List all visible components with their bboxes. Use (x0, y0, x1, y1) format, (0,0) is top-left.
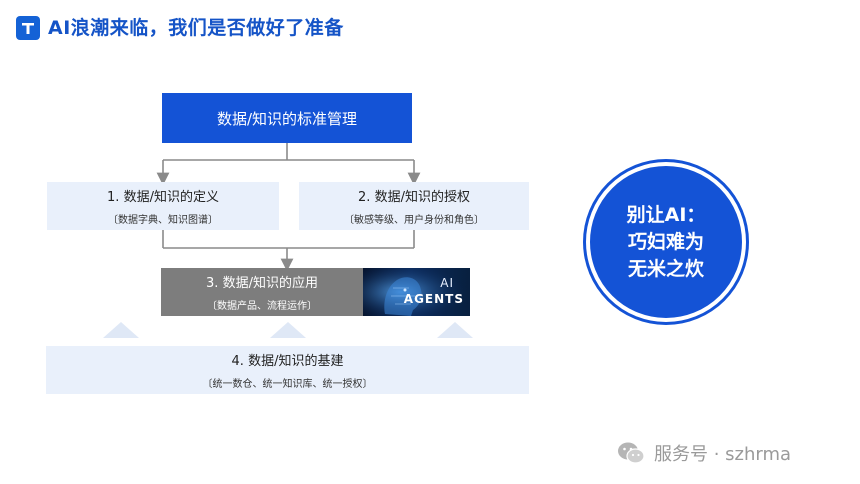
ai-label: AI (440, 276, 454, 290)
up-arrow-right (437, 322, 473, 338)
ai-head-illustration (363, 268, 470, 316)
callout-line-2: 巧妇难为 (627, 230, 704, 253)
ai-agents-image: AI AGENTS (363, 268, 470, 316)
page-title: AI浪潮来临，我们是否做好了准备 (48, 17, 344, 39)
agents-label: AGENTS (403, 292, 464, 306)
watermark: 服务号 · szhrma (616, 440, 791, 466)
brand-logo-icon (16, 16, 40, 40)
application-title: 3. 数据/知识的应用 (206, 276, 318, 291)
authorization-title: 2. 数据/知识的授权 (358, 190, 470, 205)
definition-title: 1. 数据/知识的定义 (107, 190, 219, 205)
wechat-icon (618, 442, 645, 464)
callout-line-3: 无米之炊 (627, 257, 704, 280)
up-arrow-left (103, 322, 139, 338)
callout-circle: 别让AI： 巧妇难为 无米之炊 (586, 162, 746, 322)
infrastructure-subtitle: 〔统一数仓、统一知识库、统一授权〕 (202, 379, 373, 390)
watermark-text: 服务号 · szhrma (654, 444, 792, 465)
infrastructure-title: 4. 数据/知识的基建 (231, 354, 344, 369)
standard-management-box: 数据/知识的标准管理 (162, 93, 412, 143)
definition-box: 1. 数据/知识的定义 〔数据字典、知识图谱〕 (47, 182, 279, 230)
application-box: 3. 数据/知识的应用 〔数据产品、流程运作〕 (161, 268, 363, 316)
definition-subtitle: 〔数据字典、知识图谱〕 (108, 215, 218, 226)
application-subtitle: 〔数据产品、流程运作〕 (207, 301, 317, 312)
infrastructure-box: 4. 数据/知识的基建 〔统一数仓、统一知识库、统一授权〕 (46, 346, 529, 394)
up-arrow-center (270, 322, 306, 338)
authorization-box: 2. 数据/知识的授权 〔敏感等级、用户身份和角色〕 (299, 182, 529, 230)
callout-line-1: 别让AI： (626, 203, 706, 226)
authorization-subtitle: 〔敏感等级、用户身份和角色〕 (344, 215, 484, 226)
